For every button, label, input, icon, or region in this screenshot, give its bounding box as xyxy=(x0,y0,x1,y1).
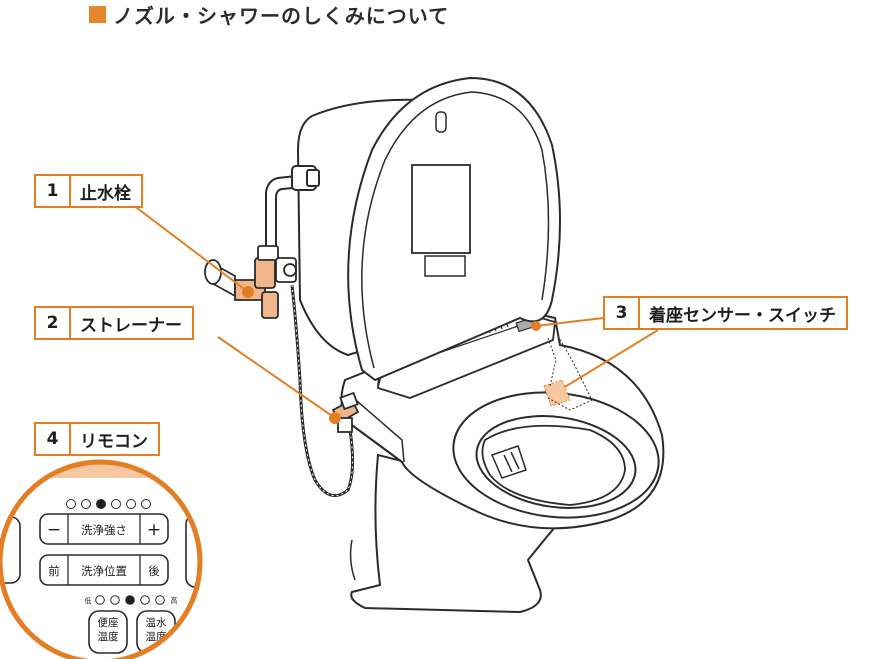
toilet-lid xyxy=(347,76,561,382)
stop-valve xyxy=(204,245,297,319)
callout-label: リモコン xyxy=(80,431,148,452)
position-control[interactable]: 前 洗浄位置 後 xyxy=(39,554,169,586)
temperature-indicator: 低 高 xyxy=(85,595,178,605)
water-temp-label-1: 温水 xyxy=(146,617,167,629)
callout-seat-sensor: 3 着座センサー・スイッチ xyxy=(603,296,848,330)
callout-leaders xyxy=(132,204,659,424)
callout-number: 1 xyxy=(36,176,71,206)
seat-temp-button[interactable]: 便座 温度 xyxy=(88,610,128,654)
callout-stop-valve: 1 止水栓 xyxy=(34,174,143,208)
seat-sensor-area xyxy=(543,335,593,411)
callout-label: 着座センサー・スイッチ xyxy=(649,305,836,326)
position-front-button[interactable]: 前 xyxy=(48,564,60,578)
seat-temp-label-1: 便座 xyxy=(98,616,119,629)
strength-plus-button[interactable]: + xyxy=(147,520,161,540)
strength-indicator-dots xyxy=(66,499,151,509)
position-label: 洗浄位置 xyxy=(81,564,127,578)
callout-label: ストレーナー xyxy=(80,315,182,336)
callout-number: 3 xyxy=(605,298,640,328)
callout-label: 止水栓 xyxy=(80,183,131,204)
position-back-button[interactable]: 後 xyxy=(148,564,160,578)
high-label: 高 xyxy=(171,596,178,605)
title-square-icon xyxy=(89,5,106,23)
page-title: ノズル・シャワーのしくみについて xyxy=(89,1,450,28)
callout-number: 4 xyxy=(36,424,71,454)
title-text: ノズル・シャワーのしくみについて xyxy=(113,3,450,28)
strength-minus-button[interactable]: − xyxy=(47,520,61,540)
callout-strainer: 2 ストレーナー xyxy=(34,306,194,340)
strength-control[interactable]: − 洗浄強さ + xyxy=(39,513,169,545)
low-label: 低 xyxy=(85,596,92,605)
callout-remote: 4 リモコン xyxy=(34,422,160,456)
nozzle xyxy=(490,445,527,479)
seat-temp-label-2: 温度 xyxy=(98,630,119,643)
callout-number: 2 xyxy=(36,308,71,338)
remote-zoom: − 洗浄強さ + 前 洗浄位置 後 低 xyxy=(0,459,203,659)
water-pipe xyxy=(265,165,320,248)
strength-label: 洗浄強さ xyxy=(81,523,127,537)
